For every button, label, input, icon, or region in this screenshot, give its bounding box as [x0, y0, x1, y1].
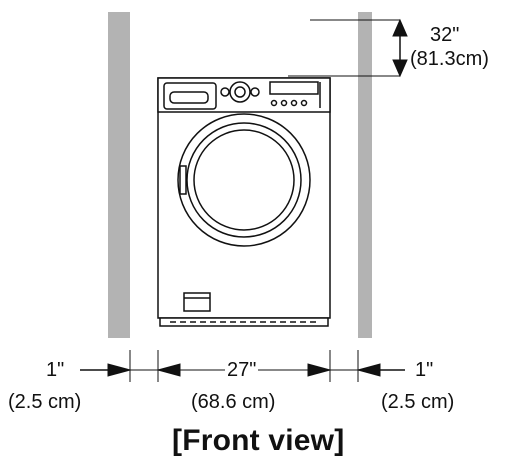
option-button-icon — [270, 99, 278, 107]
top-clearance-dimension — [288, 18, 408, 78]
arrow-left-icon — [156, 363, 181, 377]
arrow-left-icon — [356, 363, 381, 377]
left-clearance-inches: 1" — [46, 359, 65, 381]
arrow-down-icon — [392, 59, 408, 78]
door-hinge — [179, 165, 187, 195]
arrow-right-icon — [107, 363, 132, 377]
display-panel — [269, 81, 319, 95]
door-outer-ring — [177, 113, 311, 247]
arrow-up-icon — [392, 18, 408, 37]
door-ring — [186, 122, 302, 238]
width-cm: (68.6 cm) — [191, 391, 276, 413]
option-button-icon — [290, 99, 298, 107]
arrow-right-icon — [307, 363, 332, 377]
option-button-icon — [280, 99, 288, 107]
diagram-caption: [Front view] — [172, 424, 345, 457]
right-clearance-cm: (2.5 cm) — [381, 391, 455, 413]
top-clearance-cm: (81.3cm) — [410, 48, 489, 70]
power-button-icon — [220, 87, 230, 97]
washing-machine — [157, 77, 331, 327]
right-clearance-inches: 1" — [415, 359, 434, 381]
door-glass — [193, 129, 295, 231]
detergent-drawer — [163, 82, 217, 110]
top-clearance-inches: 32" — [430, 24, 460, 46]
cycle-dial — [229, 81, 251, 103]
width-inches: 27" — [225, 359, 259, 382]
detergent-drawer-handle — [169, 91, 209, 104]
filter-access-panel — [183, 292, 211, 312]
cycle-dial-inner — [234, 86, 246, 98]
left-clearance-cm: (2.5 cm) — [8, 391, 82, 413]
option-button-icon — [300, 99, 308, 107]
start-button-icon — [250, 87, 260, 97]
